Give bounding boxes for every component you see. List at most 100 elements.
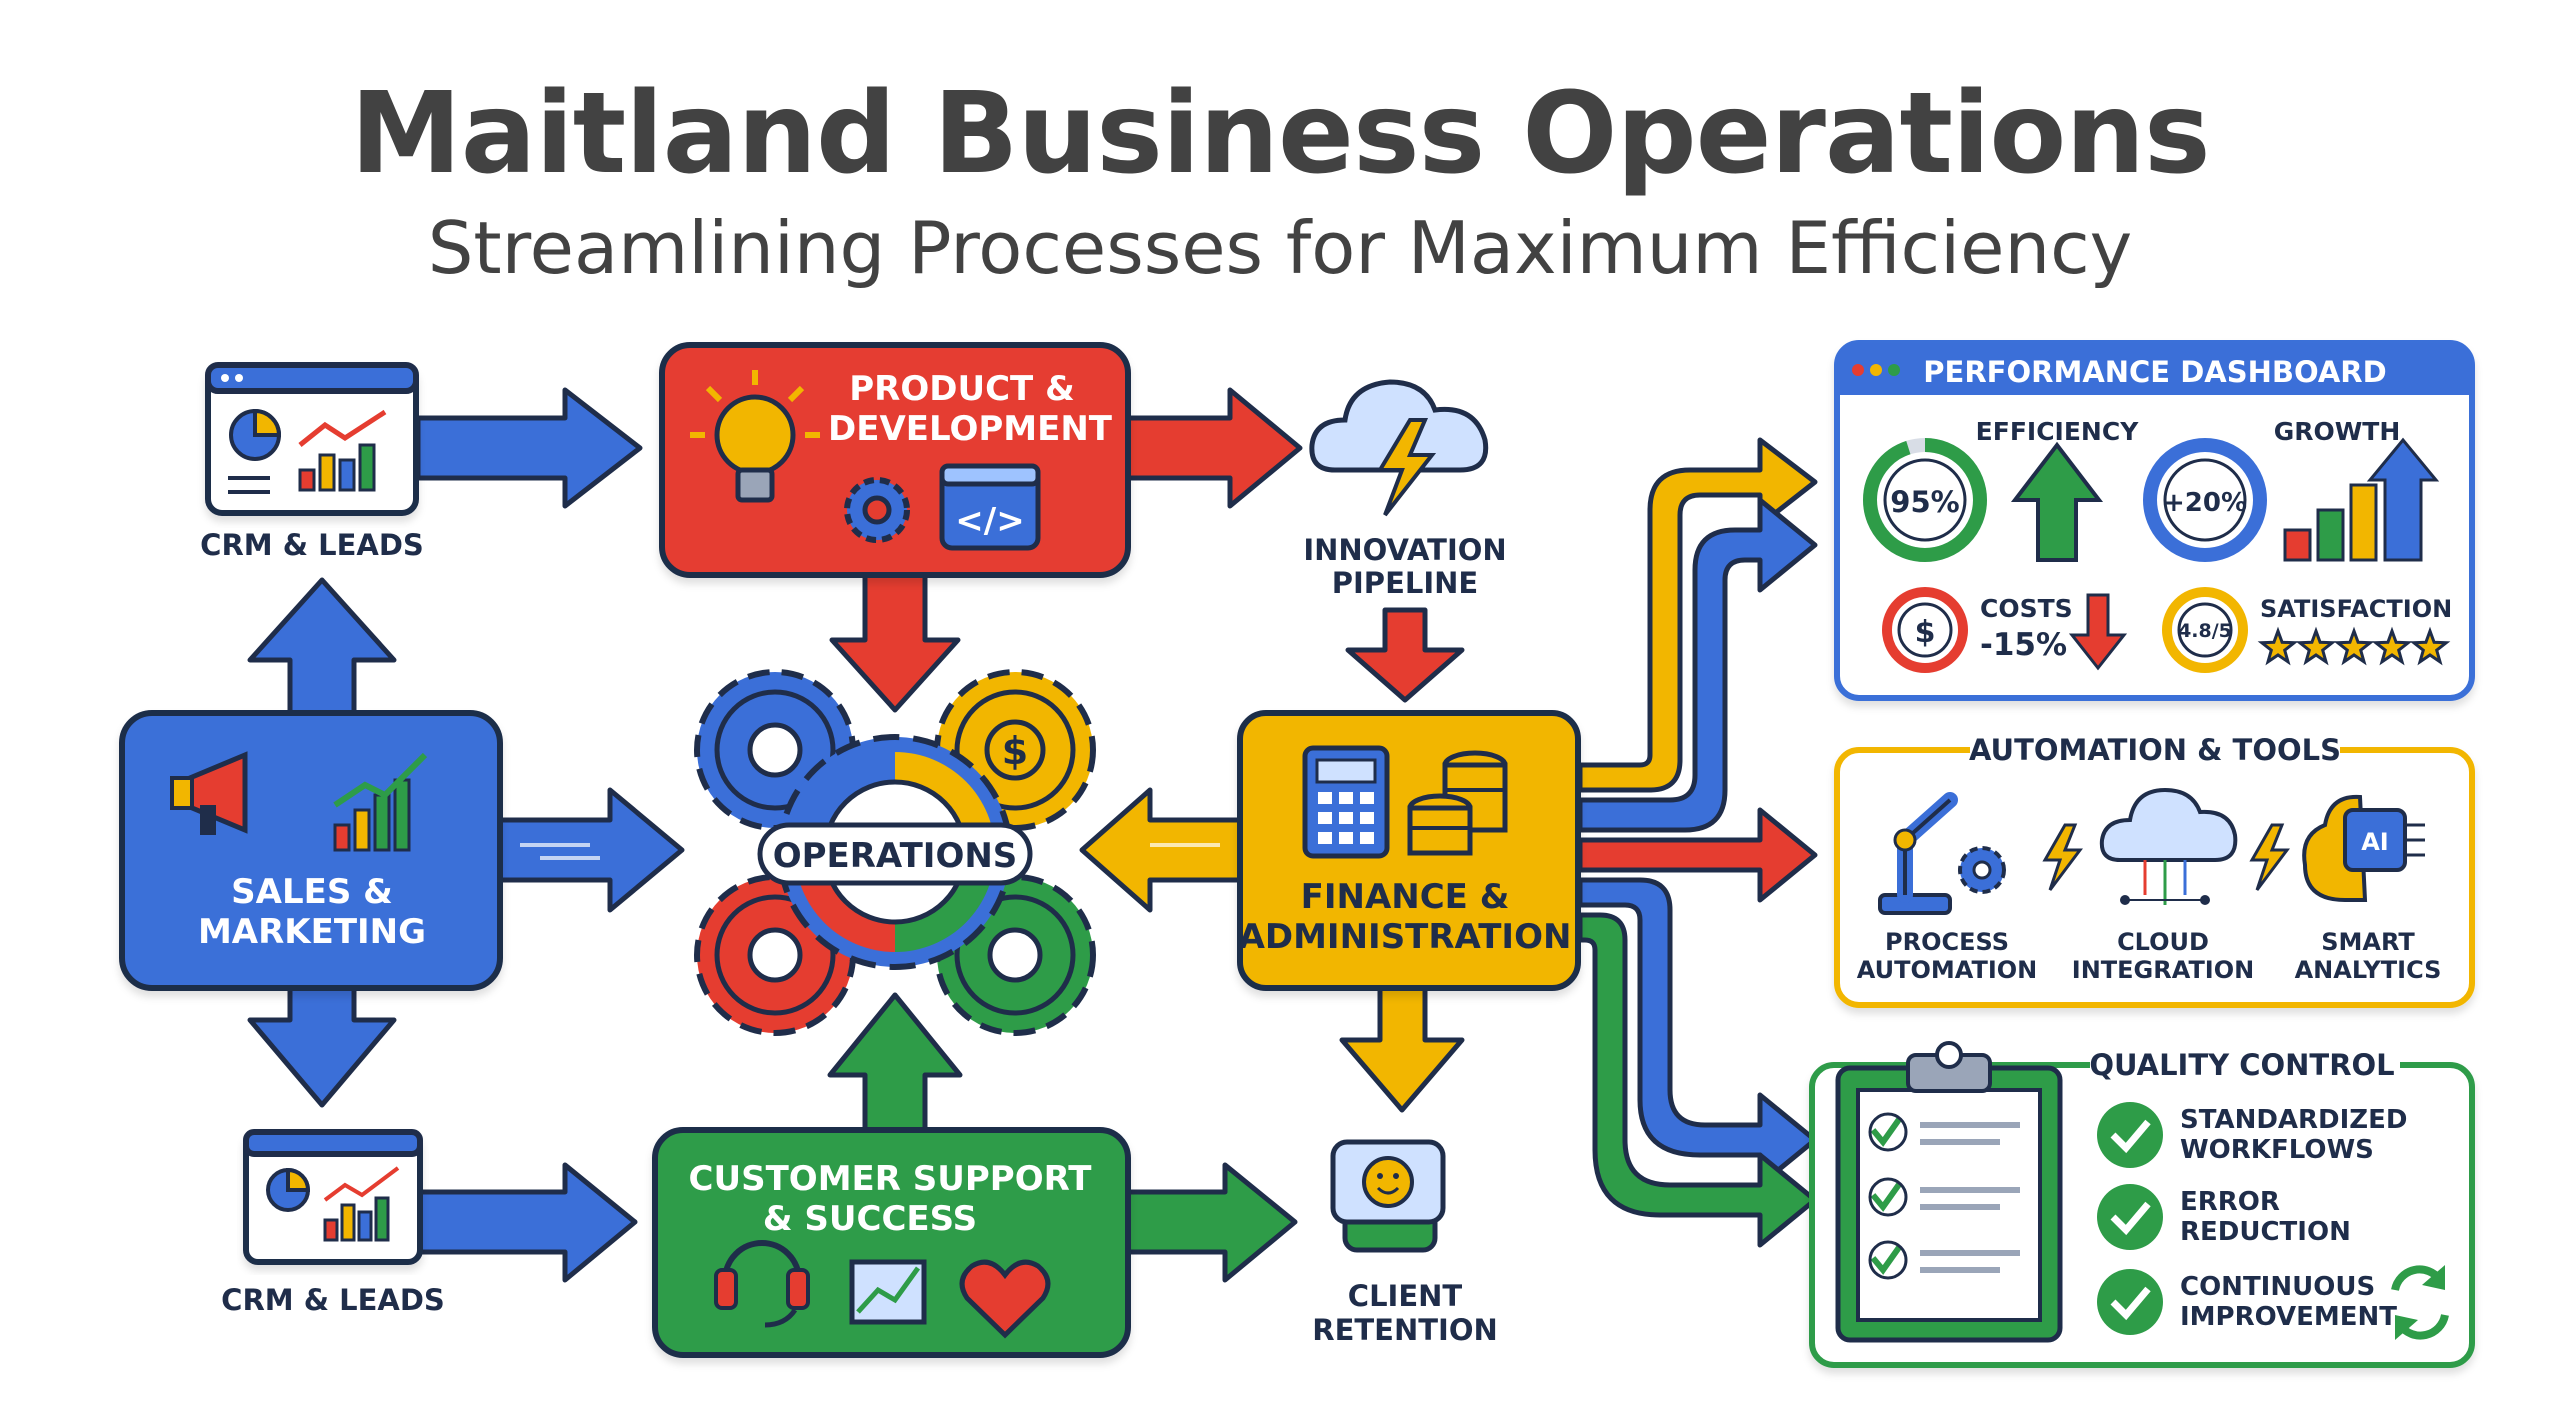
smiley-chat-icon: [1330, 1139, 1446, 1253]
title-block: Maitland Business Operations Streamlinin…: [0, 70, 2560, 291]
star-icon: [2295, 626, 2337, 666]
support-label-2: & SUCCESS: [763, 1199, 977, 1239]
pie-chart-icon: [229, 408, 282, 461]
star-icon: [2409, 626, 2451, 666]
retention-label-2: RETENTION: [1312, 1313, 1498, 1347]
arrow-sales-to-operations: [497, 787, 685, 913]
arrow-product-to-innovation: [1125, 387, 1303, 509]
page-subtitle: Streamlining Processes for Maximum Effic…: [427, 205, 2133, 290]
arrow-finance-to-dashboard-blue: [1577, 497, 1818, 833]
check-circle-icon-3: [2097, 1269, 2163, 1335]
innovation-label-1: INNOVATION: [1303, 533, 1506, 567]
arrow-product-to-operations: [829, 572, 961, 713]
automation-item3-line2: ANALYTICS: [2295, 956, 2442, 984]
finance-administration-node: FINANCE & ADMINISTRATION: [1237, 710, 1581, 991]
costs-gauge: $: [1882, 587, 1968, 673]
finance-label-2: ADMINISTRATION: [1239, 917, 1572, 957]
automation-tools-panel: AUTOMATION & TOOLS: [1834, 732, 2475, 1008]
clipboard-icon: [1835, 1041, 2063, 1343]
growth-label: GROWTH: [2274, 417, 2401, 446]
innovation-label-2: PIPELINE: [1332, 566, 1478, 600]
star-icon: [2257, 626, 2299, 666]
operations-label: OPERATIONS: [773, 836, 1018, 876]
lightning-icon-1: [2042, 823, 2083, 891]
quality-item3-line1: CONTINUOUS: [2180, 1272, 2375, 1302]
page-title: Maitland Business Operations: [350, 69, 2210, 199]
headset-icon: [714, 1240, 810, 1328]
arrow-sales-to-crm-top: [247, 577, 397, 723]
sales-label-2: MARKETING: [198, 912, 426, 952]
efficiency-value: 95%: [1890, 485, 1959, 519]
dollar-icon: $: [1915, 615, 1936, 650]
star-icon: [2333, 626, 2375, 666]
calculator-icon: [1302, 745, 1390, 859]
gear-icon: [844, 477, 910, 543]
svg-text:$: $: [1002, 729, 1028, 773]
svg-text:</>: </>: [955, 501, 1024, 541]
arrow-sales-to-crm-bottom: [247, 982, 397, 1108]
arrow-finance-to-quality-green: [1577, 912, 1818, 1248]
arrow-up-green-icon: [2010, 441, 2104, 562]
lightbulb-icon: [690, 370, 820, 503]
quality-title: QUALITY CONTROL: [2089, 1048, 2394, 1082]
arrow-crm-to-support: [417, 1162, 638, 1283]
robot-arm-icon: [1878, 792, 2006, 915]
refresh-cycle-icon: [2391, 1265, 2449, 1340]
lightning-icon-2: [2249, 823, 2290, 891]
arrow-support-to-operations: [827, 992, 963, 1133]
automation-title: AUTOMATION & TOOLS: [1969, 733, 2341, 767]
arrow-finance-to-retention: [1339, 982, 1465, 1113]
crm-top-node: CRM & LEADS: [200, 362, 424, 562]
ai-brain-icon: AI: [2302, 794, 2425, 902]
crm-top-label: CRM & LEADS: [200, 528, 424, 562]
trend-chart-icon: [849, 1259, 927, 1325]
code-window-icon: </>: [939, 463, 1041, 551]
arrow-innovation-to-finance: [1345, 607, 1465, 703]
satisfaction-gauge: 4.8/5: [2162, 587, 2248, 673]
ai-badge-label: AI: [2361, 828, 2389, 856]
quality-item2-line2: REDUCTION: [2180, 1217, 2351, 1247]
satisfaction-value: 4.8/5: [2178, 620, 2232, 642]
product-development-node: </> PRODUCT & DEVELOPMENT: [659, 342, 1131, 578]
client-retention-node: CLIENT RETENTION: [1312, 1139, 1498, 1347]
automation-item2-line1: CLOUD: [2117, 928, 2209, 956]
quality-control-panel: QUALITY CONTROL: [1809, 1041, 2475, 1368]
growth-gauge: +20%: [2143, 438, 2267, 562]
quality-item1-line2: WORKFLOWS: [2180, 1135, 2374, 1165]
arrow-down-red-icon: [2068, 593, 2128, 671]
growth-bars-icon: [2283, 437, 2440, 562]
innovation-pipeline-node: INNOVATION PIPELINE: [1303, 379, 1507, 600]
crm-bottom-label: CRM & LEADS: [221, 1283, 445, 1317]
arrow-crm-to-product: [415, 387, 643, 509]
customer-support-node: CUSTOMER SUPPORT & SUCCESS: [652, 1127, 1131, 1358]
satisfaction-stars: [2257, 626, 2451, 666]
crm-bottom-node: CRM & LEADS: [221, 1129, 445, 1317]
support-label-1: CUSTOMER SUPPORT: [689, 1159, 1093, 1199]
pie-chart-icon-bottom: [266, 1167, 311, 1212]
automation-item1-line1: PROCESS: [1885, 928, 2009, 956]
quality-item2-line1: ERROR: [2180, 1187, 2280, 1217]
quality-item1-line1: STANDARDIZED: [2180, 1105, 2408, 1135]
product-label-1: PRODUCT &: [849, 369, 1074, 409]
satisfaction-label: SATISFACTION: [2260, 595, 2452, 623]
product-label-2: DEVELOPMENT: [828, 409, 1113, 449]
performance-dashboard-panel: PERFORMANCE DASHBOARD EFFICIENCY 95% GRO…: [1834, 340, 2475, 701]
sales-marketing-node: SALES & MARKETING: [119, 710, 503, 991]
automation-item1-line2: AUTOMATION: [1857, 956, 2037, 984]
costs-label: COSTS: [1980, 594, 2073, 623]
arrow-support-to-retention: [1125, 1162, 1298, 1283]
growth-value: +20%: [2163, 488, 2247, 518]
heart-icon: [959, 1259, 1051, 1339]
finance-label-1: FINANCE &: [1301, 877, 1510, 917]
automation-item3-line1: SMART: [2321, 928, 2415, 956]
cloud-network-icon: [2099, 787, 2238, 905]
star-icon: [2371, 626, 2413, 666]
costs-value: -15%: [1980, 627, 2067, 663]
sales-label-1: SALES &: [231, 872, 393, 912]
quality-item3-line2: IMPROVEMENT: [2180, 1302, 2397, 1332]
arrow-finance-to-automation: [1577, 807, 1818, 903]
arrow-finance-to-dashboard-yellow: [1577, 437, 1818, 793]
automation-item2-line2: INTEGRATION: [2072, 956, 2254, 984]
coins-icon: [1407, 750, 1508, 856]
